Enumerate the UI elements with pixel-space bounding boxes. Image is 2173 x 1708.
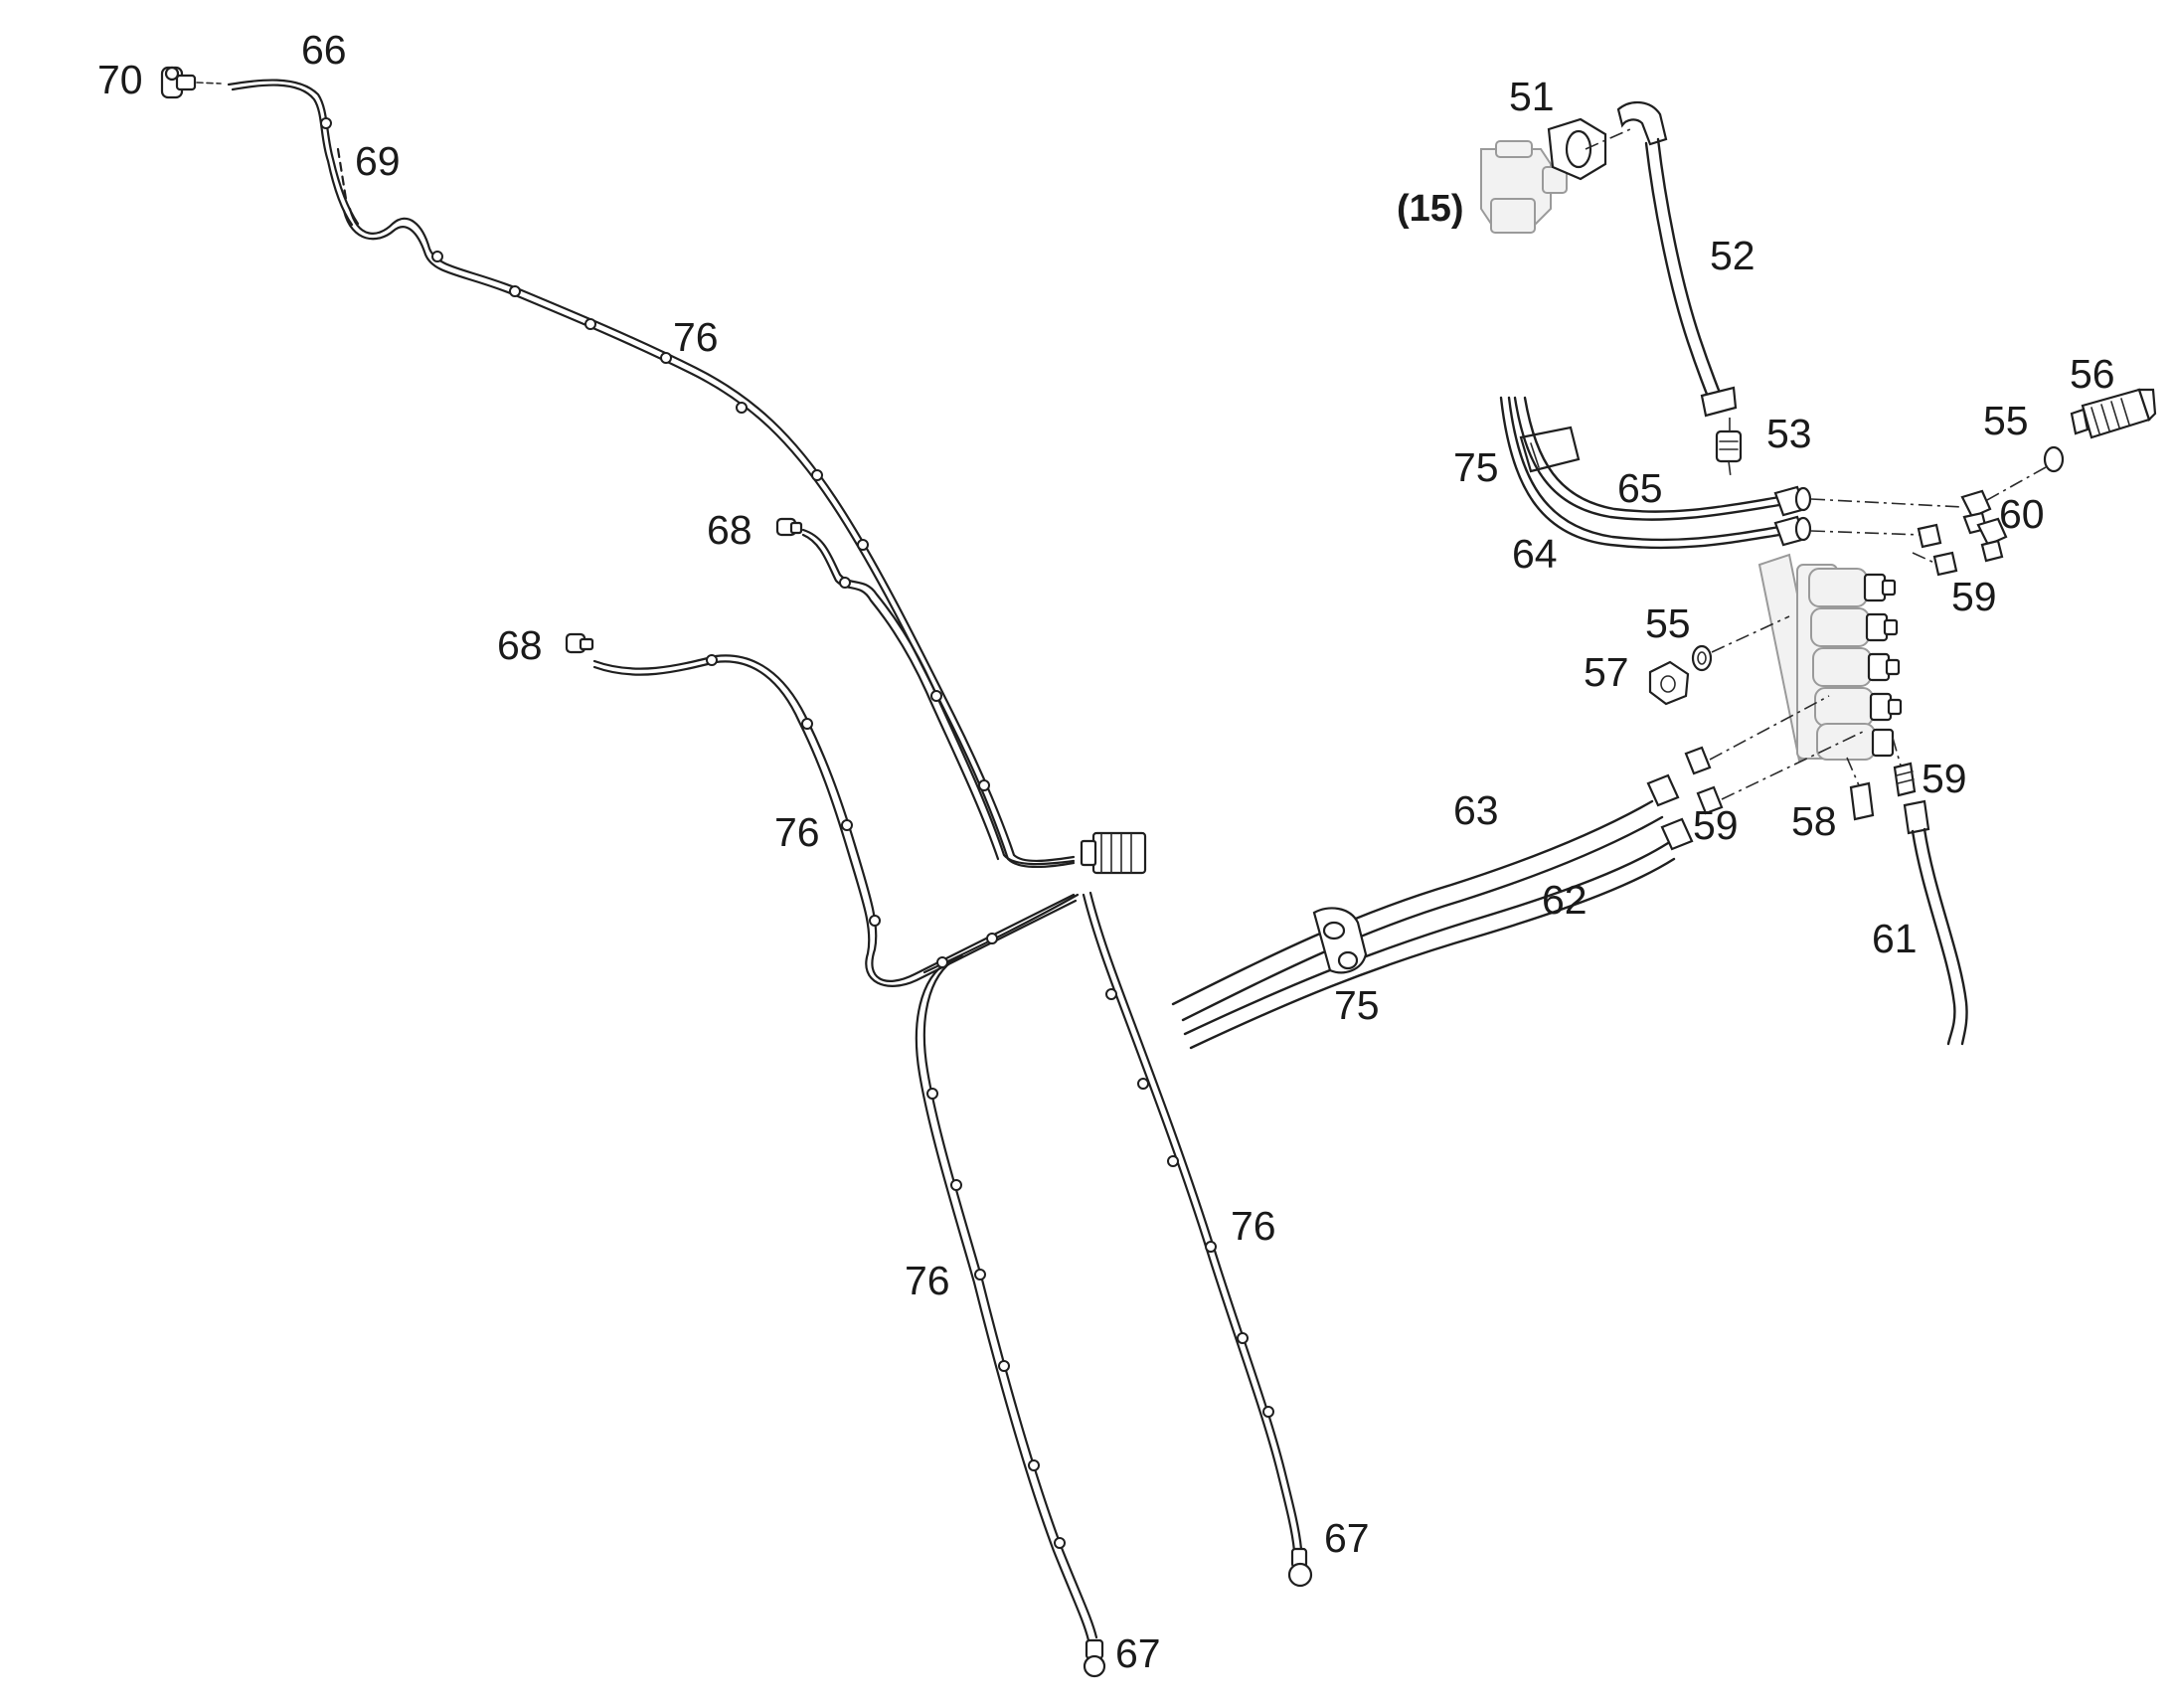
valve-section-3 xyxy=(1812,647,1901,687)
hose-64 xyxy=(1499,396,1781,550)
callout-51: 51 xyxy=(1509,74,1555,119)
hose-52 xyxy=(1616,101,1738,418)
callout-59-right: 59 xyxy=(1951,574,1997,619)
hose-65 xyxy=(1513,396,1781,521)
callout-53: 53 xyxy=(1766,411,1812,456)
callout-55-top: 55 xyxy=(1983,398,2029,443)
hose-62-63 xyxy=(1171,773,1694,1050)
valve-section-4 xyxy=(1814,687,1903,727)
hose-ends-64-65 xyxy=(1773,485,1812,547)
callout-70: 70 xyxy=(97,57,143,102)
fitting-67-right xyxy=(1287,1547,1313,1588)
fitting-68-lower xyxy=(565,632,594,654)
callout-15: (15) xyxy=(1397,188,1464,230)
junction-block xyxy=(1080,831,1147,875)
lube-line-76-lower-left xyxy=(915,957,1090,1642)
callout-75-top: 75 xyxy=(1453,444,1499,490)
fitting-68-upper xyxy=(775,517,803,537)
hose-62 xyxy=(1183,841,1670,1036)
fitting-58 xyxy=(1846,757,1875,821)
fitting-70 xyxy=(160,66,222,99)
callout-67-right: 67 xyxy=(1324,1515,1370,1561)
callout-59-mid: 59 xyxy=(1693,802,1739,848)
lube-line-network xyxy=(160,66,1313,1678)
callout-52: 52 xyxy=(1710,233,1755,278)
hose-segment-69 xyxy=(336,147,348,201)
tee-fitting-15 xyxy=(1480,140,1568,234)
callout-68-lower: 68 xyxy=(497,622,543,668)
valve-section-5 xyxy=(1816,723,1895,761)
callout-76-right: 76 xyxy=(1231,1203,1276,1249)
callout-65: 65 xyxy=(1617,465,1663,511)
callout-59-lower-right: 59 xyxy=(1922,756,1967,801)
callout-61: 61 xyxy=(1872,916,1918,961)
hose-63 xyxy=(1171,799,1654,1006)
lube-line-76-main xyxy=(348,207,1076,863)
callout-64: 64 xyxy=(1512,531,1558,577)
fitting-60 xyxy=(1960,489,2008,563)
bolt-56 xyxy=(2070,388,2157,439)
valve-section-2 xyxy=(1810,607,1899,647)
bracket-75-lower xyxy=(1312,907,1368,974)
nut-51 xyxy=(1547,117,1631,181)
callout-55-mid: 55 xyxy=(1645,600,1691,646)
hose-61 xyxy=(1903,799,1968,1046)
hydraulic-assembly xyxy=(1171,101,2157,1050)
callout-76-mid: 76 xyxy=(774,809,820,855)
callout-75-lower: 75 xyxy=(1334,982,1380,1028)
callout-57: 57 xyxy=(1584,649,1629,695)
nut-57 xyxy=(1648,660,1690,706)
washer-55-mid xyxy=(1691,615,1790,672)
callout-62: 62 xyxy=(1542,877,1588,923)
valve-section-1 xyxy=(1808,568,1897,607)
line-clips xyxy=(320,117,1274,1549)
callout-58: 58 xyxy=(1791,798,1837,844)
adapter-53 xyxy=(1715,418,1743,478)
fitting-67-lower xyxy=(1083,1638,1106,1678)
bracket-75-top xyxy=(1519,426,1581,473)
callout-76-top: 76 xyxy=(673,314,719,360)
callout-67-bottom: 67 xyxy=(1115,1630,1161,1676)
callout-69: 69 xyxy=(355,138,401,184)
lube-line-76-lower-right xyxy=(1082,893,1296,1553)
washer-55-top xyxy=(1977,445,2065,506)
callout-60: 60 xyxy=(1999,491,2045,537)
callout-66: 66 xyxy=(301,27,347,73)
fitting-59-lower xyxy=(1892,737,1917,797)
callout-63: 63 xyxy=(1453,787,1499,833)
callout-68-upper: 68 xyxy=(707,507,752,553)
callout-labels: 70 66 69 76 68 68 76 76 76 67 67 51 (15)… xyxy=(97,27,2115,1676)
fitting-59-upper xyxy=(1912,523,1958,577)
valve-block xyxy=(1757,553,1903,763)
fitting-59-mid xyxy=(1684,695,1864,815)
callout-56: 56 xyxy=(2070,351,2115,397)
callout-76-bottom: 76 xyxy=(905,1258,950,1303)
